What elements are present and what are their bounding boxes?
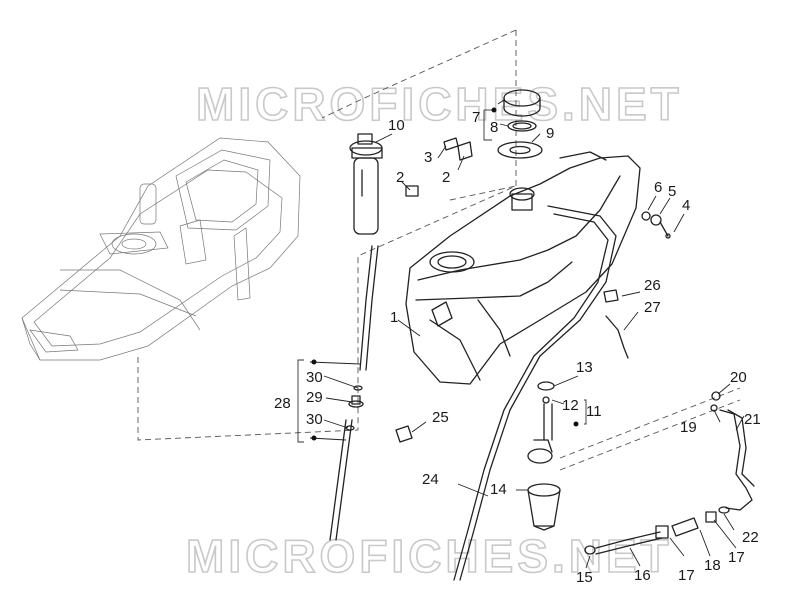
- fuel-line-assembly: [584, 511, 717, 555]
- callout-18: 18: [704, 557, 721, 574]
- hose-21: [710, 391, 755, 514]
- leader-lines: [309, 99, 745, 569]
- callout-11: 11: [586, 403, 602, 420]
- fuel-sender-part-10: [349, 133, 383, 235]
- scooter-body-frame: [21, 137, 301, 361]
- assembly-dashed-outline: [137, 29, 741, 471]
- callout-16: 16: [634, 567, 651, 584]
- callout-5: 5: [668, 183, 676, 200]
- callout-2b: 2: [442, 169, 450, 186]
- callout-12: 12: [562, 397, 579, 414]
- callout-30b: 30: [306, 411, 323, 428]
- callout-29: 29: [306, 389, 323, 406]
- callout-19: 19: [680, 419, 697, 436]
- callout-30a: 30: [306, 369, 323, 386]
- callout-15: 15: [576, 569, 593, 586]
- fuel-cap-assembly: [497, 89, 543, 159]
- callout-25: 25: [432, 409, 449, 426]
- callout-9: 9: [546, 125, 554, 142]
- callout-17a: 17: [678, 567, 695, 584]
- callout-14: 14: [490, 481, 507, 498]
- callout-1: 1: [390, 309, 398, 326]
- callout-28: 28: [274, 395, 291, 412]
- callout-labels: 1 2 2 3 4 5 6 7 8 9 10 11 12 13 14 15 16…: [274, 109, 761, 586]
- callout-21: 21: [744, 411, 761, 428]
- callout-8: 8: [490, 119, 498, 136]
- callout-4: 4: [682, 197, 690, 214]
- bracket-dots: [311, 107, 579, 441]
- callout-17b: 17: [728, 549, 745, 566]
- clips-and-screws: [405, 137, 473, 197]
- watermark-top: MICROFICHES.NET: [196, 78, 683, 130]
- fuel-pump-11: [527, 381, 555, 464]
- callout-7: 7: [472, 109, 480, 126]
- fuel-tank: [405, 151, 641, 385]
- callout-2a: 2: [396, 169, 404, 186]
- callout-22: 22: [742, 529, 759, 546]
- callout-13: 13: [576, 359, 593, 376]
- callout-26: 26: [644, 277, 661, 294]
- callout-6: 6: [654, 179, 662, 196]
- callout-20: 20: [730, 369, 747, 386]
- callout-27: 27: [644, 299, 661, 316]
- clamp-25: [395, 425, 413, 443]
- callout-10: 10: [388, 117, 405, 134]
- drain-tube-28: [329, 245, 379, 541]
- callout-24: 24: [422, 471, 439, 488]
- fuel-filter-14: [527, 483, 561, 531]
- bolt-washer-set: [641, 211, 671, 239]
- callout-brackets: [297, 109, 587, 443]
- clip-26-strap-27: [603, 289, 629, 359]
- watermark-bottom: MICROFICHES.NET: [186, 530, 673, 582]
- breather-hose-24: [453, 205, 617, 581]
- callout-3: 3: [424, 149, 432, 166]
